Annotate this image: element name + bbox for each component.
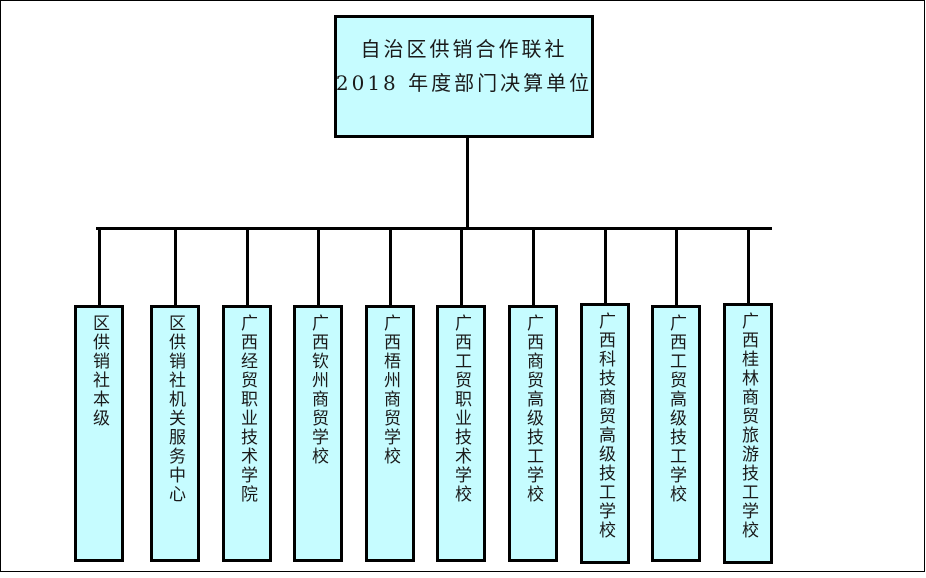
drop-connector	[174, 229, 177, 305]
drop-connector	[460, 229, 463, 305]
child-node-3[interactable]: 广西经贸职业技术学院	[222, 305, 272, 562]
child-node-label: 广西科技商贸高级技工学校	[595, 312, 615, 540]
child-node-5[interactable]: 广西梧州商贸学校	[365, 305, 415, 562]
child-node-label: 广西钦州商贸学校	[308, 314, 328, 466]
child-node-label: 广西工贸高级技工学校	[666, 314, 686, 504]
root-node-line-1: 自治区供销合作联社	[360, 37, 568, 61]
child-node-label: 广西梧州商贸学校	[380, 314, 400, 466]
drop-connector	[317, 229, 320, 305]
child-node-4[interactable]: 广西钦州商贸学校	[293, 305, 343, 562]
child-node-label: 广西桂林商贸旅游技工学校	[738, 312, 758, 540]
child-node-9[interactable]: 广西工贸高级技工学校	[651, 305, 701, 562]
child-node-7[interactable]: 广西商贸高级技工学校	[508, 305, 558, 562]
child-node-label: 广西工贸职业技术学校	[451, 314, 471, 504]
child-node-8[interactable]: 广西科技商贸高级技工学校	[580, 303, 630, 564]
child-node-6[interactable]: 广西工贸职业技术学校	[436, 305, 486, 562]
drop-connector	[389, 229, 392, 305]
child-node-label: 区供销社本级	[89, 314, 109, 428]
drop-connector	[246, 229, 249, 305]
drop-connector	[675, 229, 678, 305]
child-node-10[interactable]: 广西桂林商贸旅游技工学校	[723, 303, 773, 564]
horizontal-bus-connector	[96, 227, 772, 230]
child-node-label: 区供销社机关服务中心	[165, 314, 185, 504]
child-node-1[interactable]: 区供销社本级	[74, 305, 124, 562]
child-node-label: 广西商贸高级技工学校	[523, 314, 543, 504]
child-node-label: 广西经贸职业技术学院	[237, 314, 257, 504]
drop-connector	[604, 229, 607, 303]
drop-connector	[747, 229, 750, 303]
child-node-2[interactable]: 区供销社机关服务中心	[150, 305, 200, 562]
drop-connector	[532, 229, 535, 305]
root-node-line-2: 2018 年度部门决算单位	[335, 71, 593, 95]
root-node[interactable]: 自治区供销合作联社 2018 年度部门决算单位	[334, 15, 594, 138]
drop-connector	[98, 229, 101, 305]
root-stem-connector	[466, 138, 469, 230]
